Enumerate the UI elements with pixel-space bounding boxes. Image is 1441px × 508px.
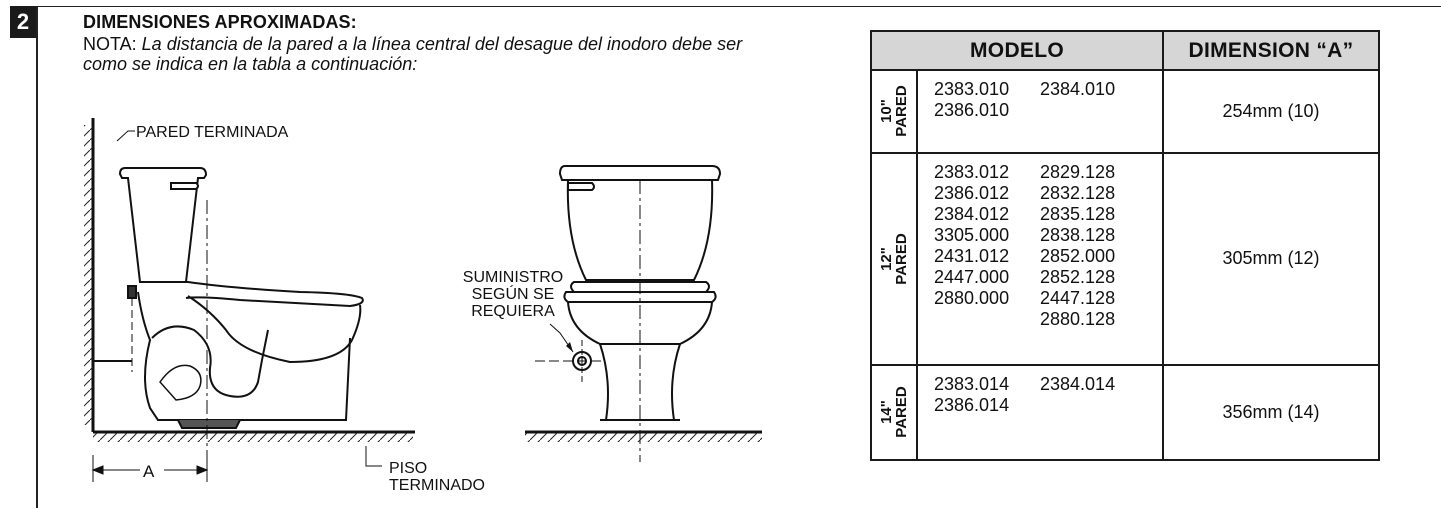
section-left-rule: [36, 6, 38, 508]
wall-leader: [116, 130, 135, 142]
pared-label-cell: 14"PARED: [870, 363, 918, 462]
model-number: 2383.010: [934, 79, 1010, 100]
model-number: 2829.128: [1040, 161, 1116, 182]
model-number: 2383.012: [934, 161, 1010, 182]
model-number: 3305.000: [934, 224, 1010, 245]
rough-in-table: MODELO DIMENSION “A” 10"PARED 2383.010 2…: [870, 29, 1380, 462]
floor-label-line1: PISO: [389, 460, 428, 477]
supply-label-line1: SUMINISTRO: [462, 269, 564, 286]
note-text: NOTA: La distancia de la pared a la líne…: [83, 34, 743, 74]
side-view-toilet: [84, 118, 415, 442]
model-number: 2386.014: [934, 394, 1010, 415]
supply-label: SUMINISTRO SEGÚN SE REQUIERA: [442, 269, 584, 320]
model-number: 2383.014: [934, 373, 1010, 394]
model-number: 2880.128: [1040, 308, 1116, 329]
table-row: 12"PARED 2383.012 2829.128 2386.012 2832…: [870, 151, 1380, 366]
pared-label-cell: 12"PARED: [870, 151, 918, 366]
pared-label: 10"PARED: [878, 85, 910, 138]
note-lead: NOTA:: [83, 34, 142, 54]
model-number: 2852.000: [1040, 245, 1116, 266]
model-number: 2386.010: [934, 100, 1010, 121]
note-body: La distancia de la pared a la línea cent…: [83, 34, 743, 74]
table-header-row: MODELO DIMENSION “A”: [870, 29, 1380, 72]
model-number: 2838.128: [1040, 224, 1116, 245]
pared-label: 14"PARED: [878, 386, 910, 438]
model-number: 2431.012: [934, 245, 1010, 266]
models-cell: 2383.010 2384.010 2386.010: [916, 69, 1164, 154]
dimension-a-arrow: [91, 455, 209, 482]
model-number: 2852.128: [1040, 266, 1116, 287]
toilet-installation-diagram: [84, 118, 762, 482]
models-cell: 2383.014 2384.014 2386.014: [916, 363, 1164, 462]
dimension-a-label: A: [143, 462, 155, 481]
pared-label: 12"PARED: [878, 232, 910, 285]
header-dimension: DIMENSION “A”: [1162, 29, 1380, 72]
model-number: 2384.012: [934, 203, 1010, 224]
section-top-rule: [36, 6, 1441, 7]
models-cell: 2383.012 2829.128 2386.012 2832.128 2384…: [916, 151, 1164, 366]
supply-leader-arrowhead: [566, 342, 573, 352]
table-row: 14"PARED 2383.014 2384.014 2386.014 356m…: [870, 363, 1380, 462]
dimension-cell: 356mm (14): [1162, 363, 1380, 462]
table-row: 10"PARED 2383.010 2384.010 2386.010 254m…: [870, 69, 1380, 154]
front-view-toilet: [525, 165, 762, 442]
step-number-badge: 2: [10, 6, 36, 38]
model-number: 2835.128: [1040, 203, 1116, 224]
model-number: 2447.000: [934, 266, 1010, 287]
model-number: 2880.000: [934, 287, 1010, 308]
dimension-cell: 254mm (10): [1162, 69, 1380, 154]
floor-label: PISO TERMINADO: [389, 460, 485, 494]
section-heading: DIMENSIONES APROXIMADAS:: [83, 12, 357, 32]
dimension-cell: 305mm (12): [1162, 151, 1380, 366]
supply-label-line2: SEGÚN SE: [471, 286, 555, 303]
model-number: 2832.128: [1040, 182, 1116, 203]
floor-label-line2: TERMINADO: [389, 477, 485, 494]
supply-label-line3: REQUIERA: [471, 303, 555, 320]
header-model: MODELO: [870, 29, 1164, 72]
floor-leader: [365, 446, 382, 467]
wall-label: PARED TERMINADA: [136, 124, 289, 141]
pared-label-cell: 10"PARED: [870, 69, 918, 154]
model-number: 2447.128: [1040, 287, 1116, 308]
model-number: 2386.012: [934, 182, 1010, 203]
model-number: 2384.014: [1040, 373, 1116, 394]
model-number: 2384.010: [1040, 79, 1116, 100]
